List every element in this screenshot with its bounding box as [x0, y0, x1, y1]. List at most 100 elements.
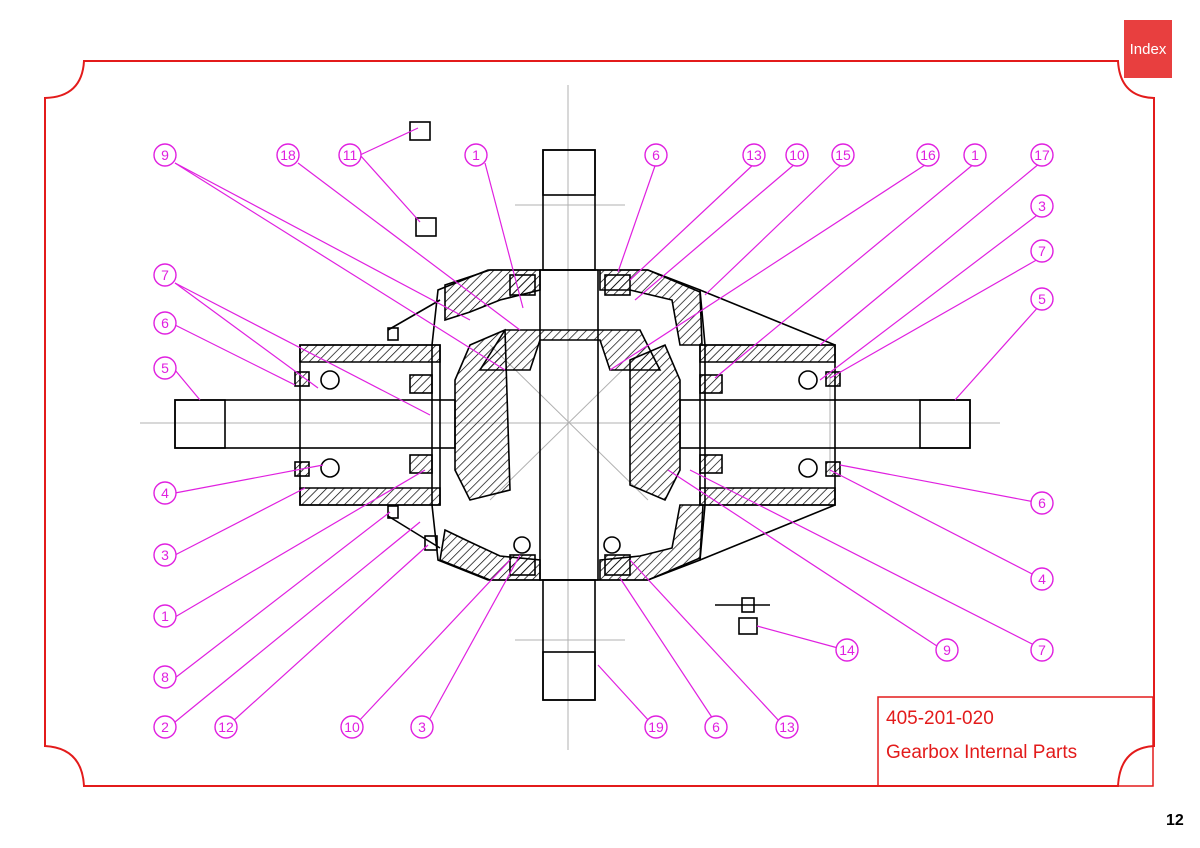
- svg-text:4: 4: [1038, 571, 1046, 587]
- callout-6-top: 6: [644, 143, 668, 167]
- svg-text:5: 5: [161, 360, 169, 376]
- svg-text:8: 8: [161, 669, 169, 685]
- callout-10-bottom: 10: [340, 715, 364, 739]
- drawing-title: Gearbox Internal Parts: [886, 742, 1078, 763]
- callout-4-right: 4: [1030, 567, 1054, 591]
- callout-18: 18: [276, 143, 300, 167]
- callout-3-left: 3: [153, 543, 177, 567]
- svg-text:1: 1: [971, 147, 979, 163]
- callout-6-bottom: 6: [704, 715, 728, 739]
- svg-text:16: 16: [920, 147, 936, 163]
- callout-5-left: 5: [153, 356, 177, 380]
- svg-text:3: 3: [1038, 198, 1046, 214]
- top-shaft-stub: [542, 149, 596, 271]
- svg-text:6: 6: [712, 719, 720, 735]
- left-housing-hatch-top: [299, 344, 441, 363]
- callout-1-top-left: 1: [464, 143, 488, 167]
- index-button[interactable]: Index: [1124, 20, 1172, 78]
- drawing-border: [44, 60, 1155, 787]
- vertical-shaft: [539, 269, 599, 581]
- svg-text:1: 1: [472, 147, 480, 163]
- svg-text:5: 5: [1038, 291, 1046, 307]
- svg-text:12: 12: [218, 719, 234, 735]
- svg-text:13: 13: [779, 719, 795, 735]
- callout-1-left: 1: [153, 604, 177, 628]
- callout-label: 9: [161, 147, 169, 163]
- callout-9-top: 9: [153, 143, 177, 167]
- gearbox-body: [174, 121, 971, 701]
- svg-text:18: 18: [280, 147, 296, 163]
- callout-16: 16: [916, 143, 940, 167]
- callout-9-bottom: 9: [935, 638, 959, 662]
- bottom-shaft-end: [542, 651, 596, 701]
- right-bearing-bottom: [798, 458, 818, 478]
- left-bearing-bottom: [320, 458, 340, 478]
- bottom-bearing-left: [513, 536, 531, 554]
- svg-text:13: 13: [746, 147, 762, 163]
- plug-11-b: [415, 217, 437, 237]
- callout-13-bottom: 13: [775, 715, 799, 739]
- right-housing: [699, 344, 836, 506]
- plug-14: [738, 617, 758, 635]
- callout-19: 19: [644, 715, 668, 739]
- callout-14: 14: [835, 638, 859, 662]
- svg-text:7: 7: [161, 267, 169, 283]
- right-shaft: [679, 399, 971, 449]
- svg-text:9: 9: [943, 642, 951, 658]
- svg-text:3: 3: [161, 547, 169, 563]
- part-number: 405-201-020: [886, 708, 994, 729]
- svg-text:15: 15: [835, 147, 851, 163]
- left-bevel-gear: [454, 328, 511, 501]
- callout-11: 11: [338, 143, 362, 167]
- svg-text:6: 6: [161, 315, 169, 331]
- svg-text:10: 10: [344, 719, 360, 735]
- callout-7-left: 7: [153, 263, 177, 287]
- leader-lines: [174, 127, 1041, 723]
- svg-text:11: 11: [343, 147, 358, 163]
- callout-8: 8: [153, 665, 177, 689]
- svg-text:10: 10: [789, 147, 805, 163]
- title-block-frame: [877, 696, 1154, 787]
- svg-text:14: 14: [839, 642, 855, 658]
- bottom-bearing-right: [603, 536, 621, 554]
- left-housing: [299, 344, 441, 506]
- callout-6-right: 6: [1030, 491, 1054, 515]
- left-bearing-top: [320, 370, 340, 390]
- svg-text:17: 17: [1034, 147, 1050, 163]
- callout-15: 15: [831, 143, 855, 167]
- callout-7-right-top: 7: [1030, 239, 1054, 263]
- callout-17: 17: [1030, 143, 1054, 167]
- svg-text:6: 6: [652, 147, 660, 163]
- callout-13-top: 13: [742, 143, 766, 167]
- svg-text:3: 3: [418, 719, 426, 735]
- svg-text:19: 19: [648, 719, 664, 735]
- plug-11-a: [409, 121, 431, 141]
- callouts: 9 18 11 1 6 13 10 15 16 1 17 3 7 5 7 6 5…: [153, 143, 1054, 739]
- svg-text:4: 4: [161, 485, 169, 501]
- right-housing-hatch-bottom: [699, 487, 836, 506]
- right-housing-hatch-top: [699, 344, 836, 363]
- callout-4-left: 4: [153, 481, 177, 505]
- callout-7-bottom: 7: [1030, 638, 1054, 662]
- svg-text:1: 1: [161, 608, 169, 624]
- left-shaft: [174, 399, 456, 449]
- svg-text:2: 2: [161, 719, 169, 735]
- callout-5-right: 5: [1030, 287, 1054, 311]
- svg-text:7: 7: [1038, 642, 1046, 658]
- callout-3-right: 3: [1030, 194, 1054, 218]
- left-shaft-end: [174, 399, 226, 449]
- callout-6-left: 6: [153, 311, 177, 335]
- center-lines: [140, 85, 1000, 750]
- callout-3-bottom: 3: [410, 715, 434, 739]
- svg-text:6: 6: [1038, 495, 1046, 511]
- right-bearing-top: [798, 370, 818, 390]
- callout-1-top-right: 1: [963, 143, 987, 167]
- top-shaft-end: [542, 149, 596, 196]
- page-number: 12: [1166, 812, 1184, 829]
- callout-12: 12: [214, 715, 238, 739]
- callout-10-top: 10: [785, 143, 809, 167]
- callout-2: 2: [153, 715, 177, 739]
- right-shaft-end: [919, 399, 971, 449]
- right-bevel-gear: [629, 343, 681, 502]
